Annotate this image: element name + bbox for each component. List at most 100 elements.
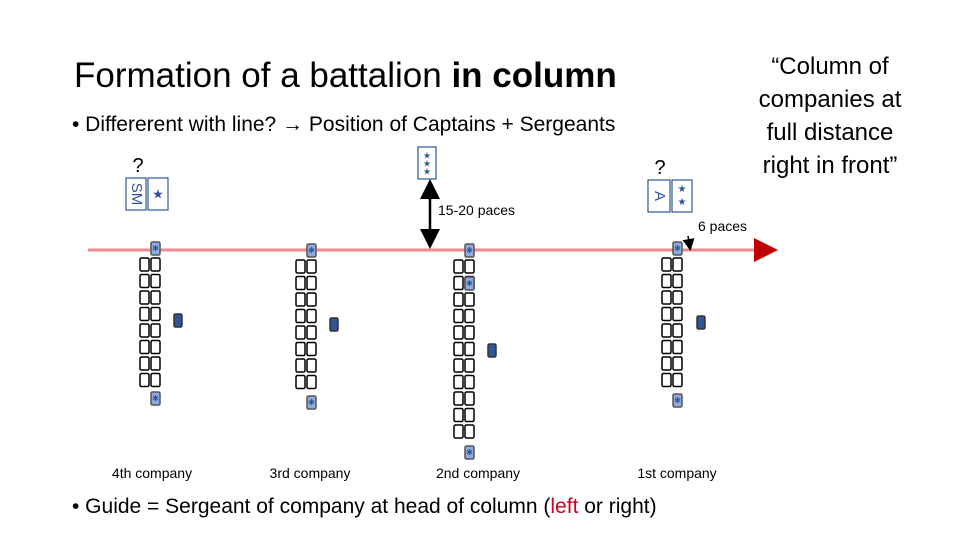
offset-arrow xyxy=(682,235,695,251)
adjutant-label: A xyxy=(651,191,668,201)
lt-colonel-star-icon: ★ xyxy=(678,184,687,195)
soldier-file-right xyxy=(150,257,161,272)
soldier-file-left xyxy=(661,306,672,322)
lieutenant-colonel-box xyxy=(671,179,693,213)
soldier-file-left xyxy=(453,308,464,324)
soldier-file-left xyxy=(295,374,306,390)
sergeant-star-icon: ✱ xyxy=(466,246,473,255)
colonel-star-icon: ★ xyxy=(423,152,431,162)
sergeant-marker-bottom xyxy=(150,391,161,406)
soldier-file-left xyxy=(295,308,306,324)
soldier-file-right xyxy=(464,374,475,390)
soldier-file-left xyxy=(453,275,464,291)
soldier-file-left xyxy=(139,372,150,388)
soldier-file-right xyxy=(306,374,317,390)
sergeant-marker-bottom xyxy=(672,393,683,408)
soldier-file-left xyxy=(139,339,150,355)
soldier-file-left xyxy=(453,259,464,274)
captain-marker xyxy=(487,343,497,358)
offset-label: 6 paces xyxy=(698,218,747,234)
soldier-file-left xyxy=(139,306,150,322)
command-quote: “Column of companies at full distance ri… xyxy=(758,53,902,179)
sergeant-star-icon: ✱ xyxy=(466,279,473,288)
soldier-file-right xyxy=(672,306,683,322)
captain-marker xyxy=(696,315,706,330)
sergeant-star-icon: ✱ xyxy=(152,394,159,403)
soldier-file-left xyxy=(453,407,464,423)
soldier-file-right xyxy=(306,308,317,324)
major-box xyxy=(147,177,169,211)
soldier-file-left xyxy=(139,323,150,338)
soldier-file-left xyxy=(295,259,306,274)
soldier-file-left xyxy=(139,290,150,305)
sergeant-star-icon: ✱ xyxy=(466,448,473,457)
soldier-file-left xyxy=(453,341,464,357)
soldier-file-left xyxy=(295,358,306,373)
question-mark-left: ? xyxy=(132,155,143,177)
soldier-file-left xyxy=(661,323,672,338)
title-emphasis: in column xyxy=(451,56,617,95)
company-label-3: 3rd company xyxy=(270,465,351,481)
sergeant-marker-top xyxy=(150,241,161,256)
soldier-file-right xyxy=(672,290,683,305)
bullet-guide: • Guide = Sergeant of company at head of… xyxy=(72,495,657,519)
company-label-1: 1st company xyxy=(637,465,716,481)
soldier-file-right xyxy=(306,341,317,357)
sergeant-marker-top xyxy=(306,243,317,258)
sergeant-marker-bottom xyxy=(306,395,317,410)
soldier-file-right xyxy=(464,341,475,357)
slide-title: Formation of a battalion in column xyxy=(74,56,617,96)
soldier-file-right xyxy=(464,259,475,274)
soldier-file-right xyxy=(150,306,161,322)
adjutant-box xyxy=(647,179,671,213)
soldier-file-right xyxy=(672,323,683,338)
colonel-star-icon: ★ xyxy=(423,168,431,178)
question-mark-right: ? xyxy=(654,157,665,179)
lt-colonel-star-icon: ★ xyxy=(678,197,687,208)
soldier-file-right xyxy=(464,325,475,340)
soldier-file-left xyxy=(453,325,464,340)
sergeant-marker-top xyxy=(464,243,475,258)
colonel-box xyxy=(417,146,437,180)
soldier-file-left xyxy=(453,358,464,373)
soldier-file-right xyxy=(672,372,683,388)
soldier-file-right xyxy=(150,356,161,371)
sergeant-marker-bottom xyxy=(464,445,475,460)
soldier-file-left xyxy=(139,257,150,272)
sergeant-star-icon: ✱ xyxy=(308,246,315,255)
soldier-file-right xyxy=(150,339,161,355)
sergeant-star-icon: ✱ xyxy=(152,244,159,253)
soldier-file-right xyxy=(672,339,683,355)
soldier-file-left xyxy=(661,257,672,272)
soldier-file-left xyxy=(139,356,150,371)
soldier-file-left xyxy=(453,391,464,406)
company-blocks: ✱✱✱✱✱✱✱✱✱ xyxy=(139,241,706,460)
title-prefix: Formation of a battalion xyxy=(74,56,452,95)
soldier-file-left xyxy=(295,275,306,291)
sergeant-star-icon: ✱ xyxy=(674,396,681,405)
soldier-file-left xyxy=(453,292,464,307)
soldier-file-right xyxy=(306,275,317,291)
guide-text-highlight: left xyxy=(550,495,579,518)
soldier-file-left xyxy=(453,424,464,439)
soldier-file-right xyxy=(672,273,683,289)
sm-label: SM xyxy=(128,183,145,206)
soldier-file-right xyxy=(464,391,475,406)
soldier-file-right xyxy=(150,372,161,388)
soldier-file-right xyxy=(306,325,317,340)
guide-text-suffix: or right) xyxy=(578,495,657,518)
captain-marker xyxy=(329,317,339,332)
distance-label: 15-20 paces xyxy=(438,202,515,218)
soldier-file-right xyxy=(464,308,475,324)
soldier-file-left xyxy=(661,339,672,355)
bullet-difference: • Differerent with line? → Position of C… xyxy=(72,113,616,136)
soldier-file-right xyxy=(150,323,161,338)
soldier-file-right xyxy=(150,273,161,289)
soldier-file-right xyxy=(464,358,475,373)
soldier-file-left xyxy=(295,341,306,357)
company-label-2: 2nd company xyxy=(436,465,520,481)
soldier-file-right xyxy=(306,292,317,307)
sergeant-star-icon: ✱ xyxy=(308,398,315,407)
soldier-file-left xyxy=(295,325,306,340)
